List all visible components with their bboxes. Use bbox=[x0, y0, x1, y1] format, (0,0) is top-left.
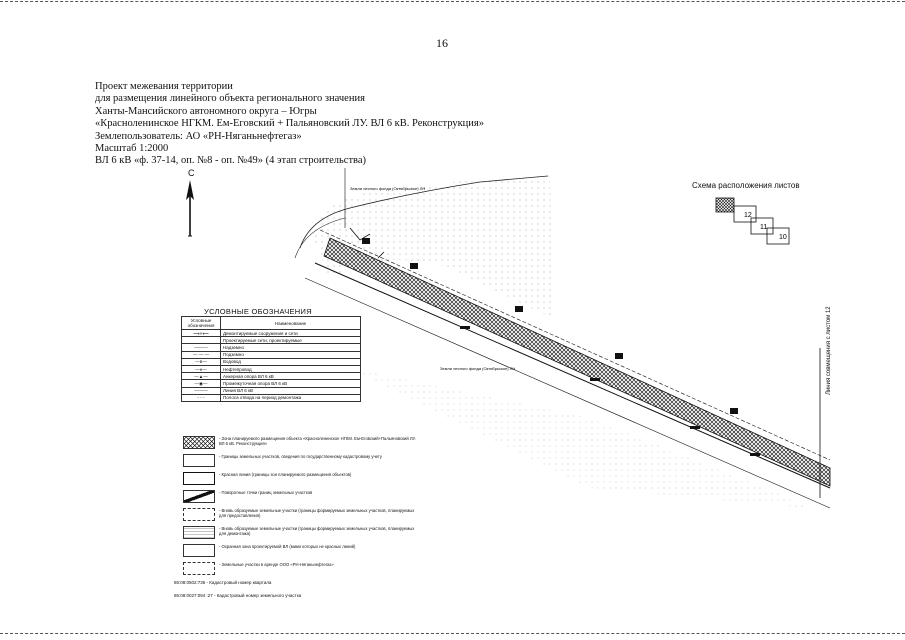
legend-table: Условные обозначения Наименование ⟶×⟵Дем… bbox=[181, 316, 361, 402]
label-mark bbox=[730, 408, 738, 414]
label-mark bbox=[750, 453, 760, 456]
planned-zone-corridor bbox=[323, 237, 831, 487]
hatch-legend-text: - Красная линия (границы зон планируемог… bbox=[219, 472, 352, 477]
hatch-legend-item: - Вновь образуемые земельные участки (гр… bbox=[183, 508, 419, 521]
north-arrow-icon bbox=[186, 180, 194, 237]
cadastral-parcel-code: 86:08:0027:094 :27 - Кадастровый номер з… bbox=[174, 593, 302, 598]
power-line bbox=[314, 262, 831, 489]
label-mark bbox=[460, 326, 470, 329]
legend-row: Анкерная опора ВЛ 6 кВ bbox=[220, 372, 361, 381]
frame-top bbox=[0, 1, 905, 2]
map-label-top: Земли лесного фонда (Октябрьское) ЛН bbox=[350, 186, 425, 191]
hatch-legend-item: - Границы земельных участков, сведения п… bbox=[183, 454, 419, 467]
forest-area bbox=[308, 176, 552, 318]
legend-symbol: ——— bbox=[181, 343, 221, 352]
legend-row: Полоса отвода на период демонтажа bbox=[220, 393, 361, 402]
legend-row: Линия ВЛ 6 кВ bbox=[220, 386, 361, 395]
hatch-symbol bbox=[183, 472, 215, 485]
header-line: Ханты-Мансийского автономного округа – Ю… bbox=[95, 105, 317, 117]
header-line: Проект межевания территории bbox=[95, 81, 233, 92]
legend-symbol bbox=[181, 336, 221, 345]
hatch-legend-item: - Охранная зона проектируемой ВЛ (мимо к… bbox=[183, 544, 419, 557]
legend-row: Водовод bbox=[220, 357, 361, 366]
label-mark bbox=[515, 306, 523, 312]
parcel-boundary bbox=[304, 277, 831, 509]
legend-symbol: ——— bbox=[181, 386, 221, 395]
legend-row: Промежуточная опора ВЛ 6 кВ bbox=[220, 379, 361, 388]
legend-row: Подземно bbox=[220, 350, 361, 359]
header-line: Землепользователь: АО «РН-Няганьнефтегаз… bbox=[95, 130, 302, 142]
hatch-symbol bbox=[183, 544, 215, 557]
boundary-line bbox=[299, 175, 549, 249]
legend-col-symbol: Условные обозначения bbox=[181, 316, 221, 330]
hatch-symbol bbox=[183, 562, 215, 575]
document-header: Проект межевания территории для размещен… bbox=[95, 81, 484, 168]
map-label-mid: Земли лесного фонда (Октябрьское) ЛН bbox=[440, 366, 515, 371]
hatch-legend-item: - Красная линия (границы зон планируемог… bbox=[183, 472, 419, 485]
hatch-symbol bbox=[183, 508, 215, 521]
red-line bbox=[319, 229, 831, 461]
legend-symbol: —н— bbox=[181, 364, 221, 374]
legend-row: Проектируемые сети, проектируемые bbox=[220, 336, 361, 345]
hatch-symbol bbox=[183, 454, 215, 467]
cadastral-quarter-code: 86:08:0502:736 - Кадастровый номер кварт… bbox=[174, 580, 272, 585]
sheet-12: 12 bbox=[744, 212, 752, 219]
legend-title: УСЛОВНЫЕ ОБОЗНАЧЕНИЯ bbox=[204, 307, 312, 316]
label-mark bbox=[615, 353, 623, 359]
hatch-legend-text: - Земельные участки в аренде ООО «РН-Няг… bbox=[219, 562, 334, 567]
forest-area-lower bbox=[350, 368, 810, 508]
sheet-scheme-title: Схема расположения листов bbox=[692, 181, 800, 190]
sheet-10: 10 bbox=[779, 234, 787, 241]
hatch-legend-text: - Зона планируемого размещения объекта «… bbox=[219, 436, 416, 446]
map-drawing: Земли лесного фонда (Октябрьское) ЛН Зем… bbox=[294, 168, 831, 509]
header-line: «Красноленинское НГКМ. Ем-Еговский + Пал… bbox=[95, 118, 484, 130]
turn-points bbox=[349, 227, 385, 259]
header-line: Масштаб 1:2000 bbox=[95, 143, 169, 155]
match-line-label: Линия совмещения с листом 12 bbox=[826, 306, 832, 395]
legend-symbol: —▲— bbox=[181, 372, 221, 381]
sheet-11: 11 bbox=[760, 224, 767, 231]
sheet-scheme: 12 11 10 bbox=[715, 197, 790, 245]
label-mark bbox=[362, 238, 370, 244]
hatch-legend-text: - Границы земельных участков, сведения п… bbox=[219, 454, 382, 459]
legend-symbol: —◉— bbox=[181, 379, 221, 388]
legend-symbol: — — — bbox=[181, 350, 221, 359]
label-mark bbox=[410, 263, 418, 269]
header-line: ВЛ 6 кВ «ф. 37-14, оп. №8 - оп. №49» (4 … bbox=[95, 155, 367, 167]
legend-col-name: Наименование bbox=[220, 316, 361, 330]
frame-bottom bbox=[0, 633, 905, 634]
legend-symbol: —в— bbox=[181, 357, 221, 366]
hatch-legend-item: - Поворотные точки границ земельных учас… bbox=[183, 490, 419, 503]
label-mark bbox=[690, 426, 700, 429]
boundary-line bbox=[294, 217, 346, 259]
hatch-symbol bbox=[183, 526, 215, 539]
hatch-legend-item: - Земельные участки в аренде ООО «РН-Няг… bbox=[183, 562, 419, 575]
hatch-legend-text: - Охранная зона проектируемой ВЛ (мимо к… bbox=[219, 544, 356, 549]
hatch-legend-text: - Вновь образуемые земельные участки (гр… bbox=[219, 526, 415, 536]
header-line: для размещения линейного объекта региона… bbox=[95, 93, 365, 105]
hatch-legend-text: - Поворотные точки границ земельных учас… bbox=[219, 490, 313, 495]
north-label: С bbox=[188, 168, 195, 178]
hatch-symbol bbox=[183, 490, 215, 503]
legend-row: Демонтируемые сооружения и сети bbox=[220, 328, 361, 338]
hatch-legend-item: - Вновь образуемые земельные участки (гр… bbox=[183, 526, 419, 539]
hatch-legend-item: - Зона планируемого размещения объекта «… bbox=[183, 436, 419, 449]
legend-symbol: ⟶×⟵ bbox=[181, 328, 221, 338]
hatch-symbol bbox=[183, 436, 215, 449]
hatch-legend-text: - Вновь образуемые земельные участки (гр… bbox=[219, 508, 415, 518]
page-number: 16 bbox=[436, 36, 448, 50]
label-mark bbox=[590, 378, 600, 381]
legend-row: Нефтепровод bbox=[220, 364, 361, 374]
legend-row: Надземно bbox=[220, 343, 361, 352]
legend-symbol: - - - bbox=[181, 393, 221, 402]
